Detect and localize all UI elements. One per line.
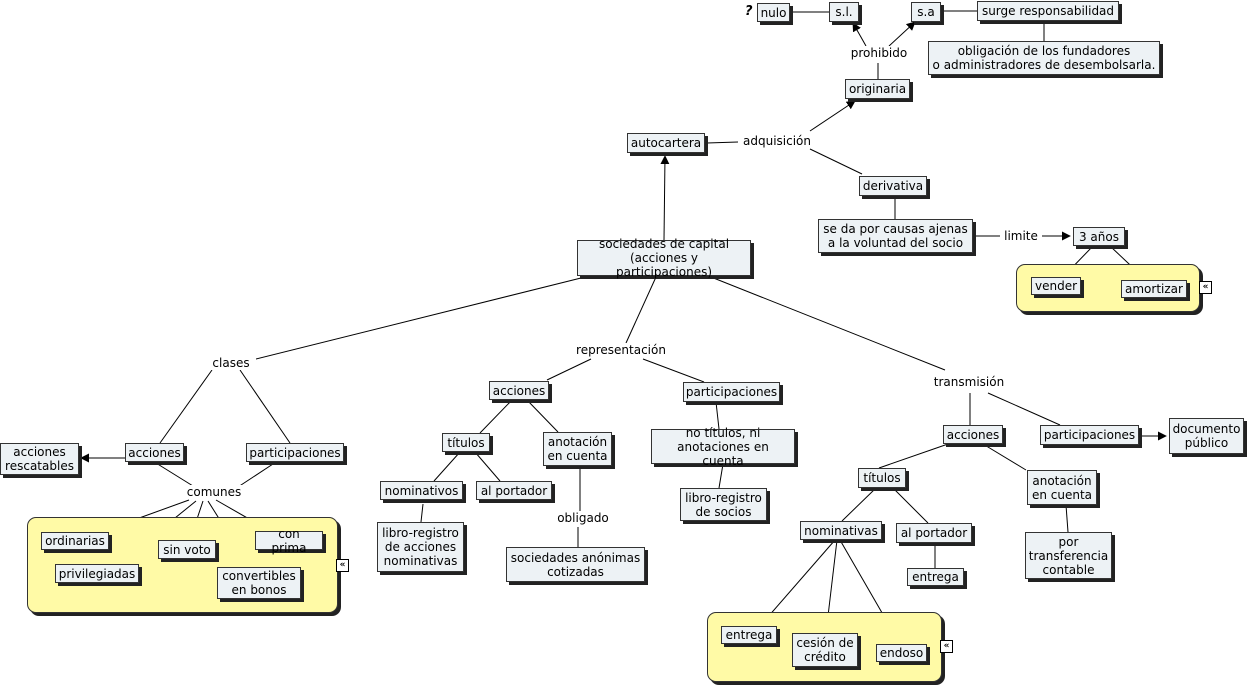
link-adquisicion: adquisición [738,134,816,148]
line-connector [706,141,739,144]
link-obligado: obligado [553,511,613,525]
concept-privilegiadas[interactable]: privilegiadas [55,564,139,583]
line-connector [526,399,559,433]
concept-endoso[interactable]: endoso [876,644,927,662]
line-connector [809,148,863,175]
concept-autocartera[interactable]: autocartera [627,133,705,153]
collapse-icon[interactable]: « [1199,281,1212,294]
concept-causas-ajenas[interactable]: se da por causas ajenas a la voluntad de… [818,219,973,253]
concept-repr-anotacion[interactable]: anotación en cuenta [543,432,612,466]
concept-sa[interactable]: s.a [911,2,941,22]
collapse-icon[interactable]: « [940,640,953,653]
line-connector [878,443,949,469]
concept-sin-voto[interactable]: sin voto [158,540,216,559]
concept-trans-anotacion[interactable]: anotación en cuenta [1027,470,1097,505]
line-connector [239,369,291,444]
concept-trans-entrega-portador[interactable]: entrega [907,568,964,586]
line-connector [715,401,720,430]
line-connector [982,443,1027,471]
line-connector [1065,504,1069,533]
concept-convertibles-bonos[interactable]: convertibles en bonos [217,567,301,599]
concept-libro-registro-acciones[interactable]: libro-registro de acciones nominativas [377,522,464,572]
arrow-connector [888,21,916,47]
line-connector [841,487,877,522]
concept-cesion-credito[interactable]: cesión de crédito [792,633,858,667]
concept-vender[interactable]: vender [1031,277,1081,295]
link-transmision: transmisión [929,375,1009,389]
concept-transferencia-contable[interactable]: por transferencia contable [1025,532,1112,579]
concept-tres-anos[interactable]: 3 años [1073,227,1125,246]
question-mark-icon: ? [745,4,753,19]
concept-repr-titulos[interactable]: títulos [442,433,490,452]
concept-repr-al-portador[interactable]: al portador [476,481,552,500]
concept-sociedades-de-capital[interactable]: sociedades de capital (acciones y partic… [577,237,751,279]
concept-no-titulos[interactable]: no títulos, ni anotaciones en cuenta [651,426,795,468]
link-representacion: representación [571,343,671,357]
concept-trans-acciones[interactable]: acciones [943,425,1003,444]
concept-repr-participaciones[interactable]: participaciones [683,382,780,402]
line-connector [759,539,836,627]
line-connector [474,451,501,482]
concept-libro-registro-socios[interactable]: libro-registro de socios [680,488,767,521]
concept-con-prima[interactable]: con prima [255,527,323,555]
line-connector [159,369,213,444]
concept-surge-responsabilidad[interactable]: surge responsabilidad [977,1,1119,21]
concept-trans-titulos[interactable]: títulos [858,468,906,488]
line-connector [987,392,1061,426]
line-connector [546,358,592,381]
link-comunes: comunes [182,485,246,499]
line-connector [892,487,929,524]
line-connector [237,461,277,488]
collapse-icon[interactable]: « [336,559,349,572]
line-connector [155,462,194,487]
arrow-connector [660,155,670,241]
line-connector [642,358,705,383]
line-connector [718,463,724,489]
concept-trans-al-portador[interactable]: al portador [896,523,972,543]
arrow-connector [852,22,867,47]
concept-ordinarias[interactable]: ordinarias [41,532,109,550]
link-prohibido: prohibido [845,46,913,60]
link-limite: limite [1000,229,1042,243]
line-connector [433,451,461,482]
concept-documento-publico[interactable]: documento público [1169,418,1244,454]
concept-clases-participaciones[interactable]: participaciones [246,443,344,462]
concept-trans-nominativas[interactable]: nominativas [800,521,882,540]
line-connector [710,276,946,371]
arrow-connector [809,100,856,132]
concept-repr-acciones[interactable]: acciones [489,381,549,400]
line-connector [479,399,513,434]
concept-nulo[interactable]: nulo [757,3,790,22]
concept-acciones-rescatables[interactable]: acciones rescatables [0,443,79,475]
link-clases: clases [206,356,256,370]
concept-obligacion-fundadores[interactable]: obligación de los fundadores o administr… [928,41,1160,75]
line-connector [251,276,586,361]
concept-sociedades-anonimas-cotizadas[interactable]: sociedades anónimas cotizadas [506,547,645,582]
concept-repr-nominativos[interactable]: nominativos [380,481,463,500]
concept-derivativa[interactable]: derivativa [859,176,927,196]
concept-amortizar[interactable]: amortizar [1121,280,1187,298]
concept-originaria[interactable]: originaria [845,79,910,99]
concept-trans-entrega[interactable]: entrega [721,626,777,644]
concept-sl[interactable]: s.l. [829,2,859,22]
line-connector [420,503,424,523]
line-connector [625,276,657,344]
concept-clases-acciones[interactable]: acciones [125,443,184,462]
concept-trans-participaciones[interactable]: participaciones [1040,425,1139,445]
